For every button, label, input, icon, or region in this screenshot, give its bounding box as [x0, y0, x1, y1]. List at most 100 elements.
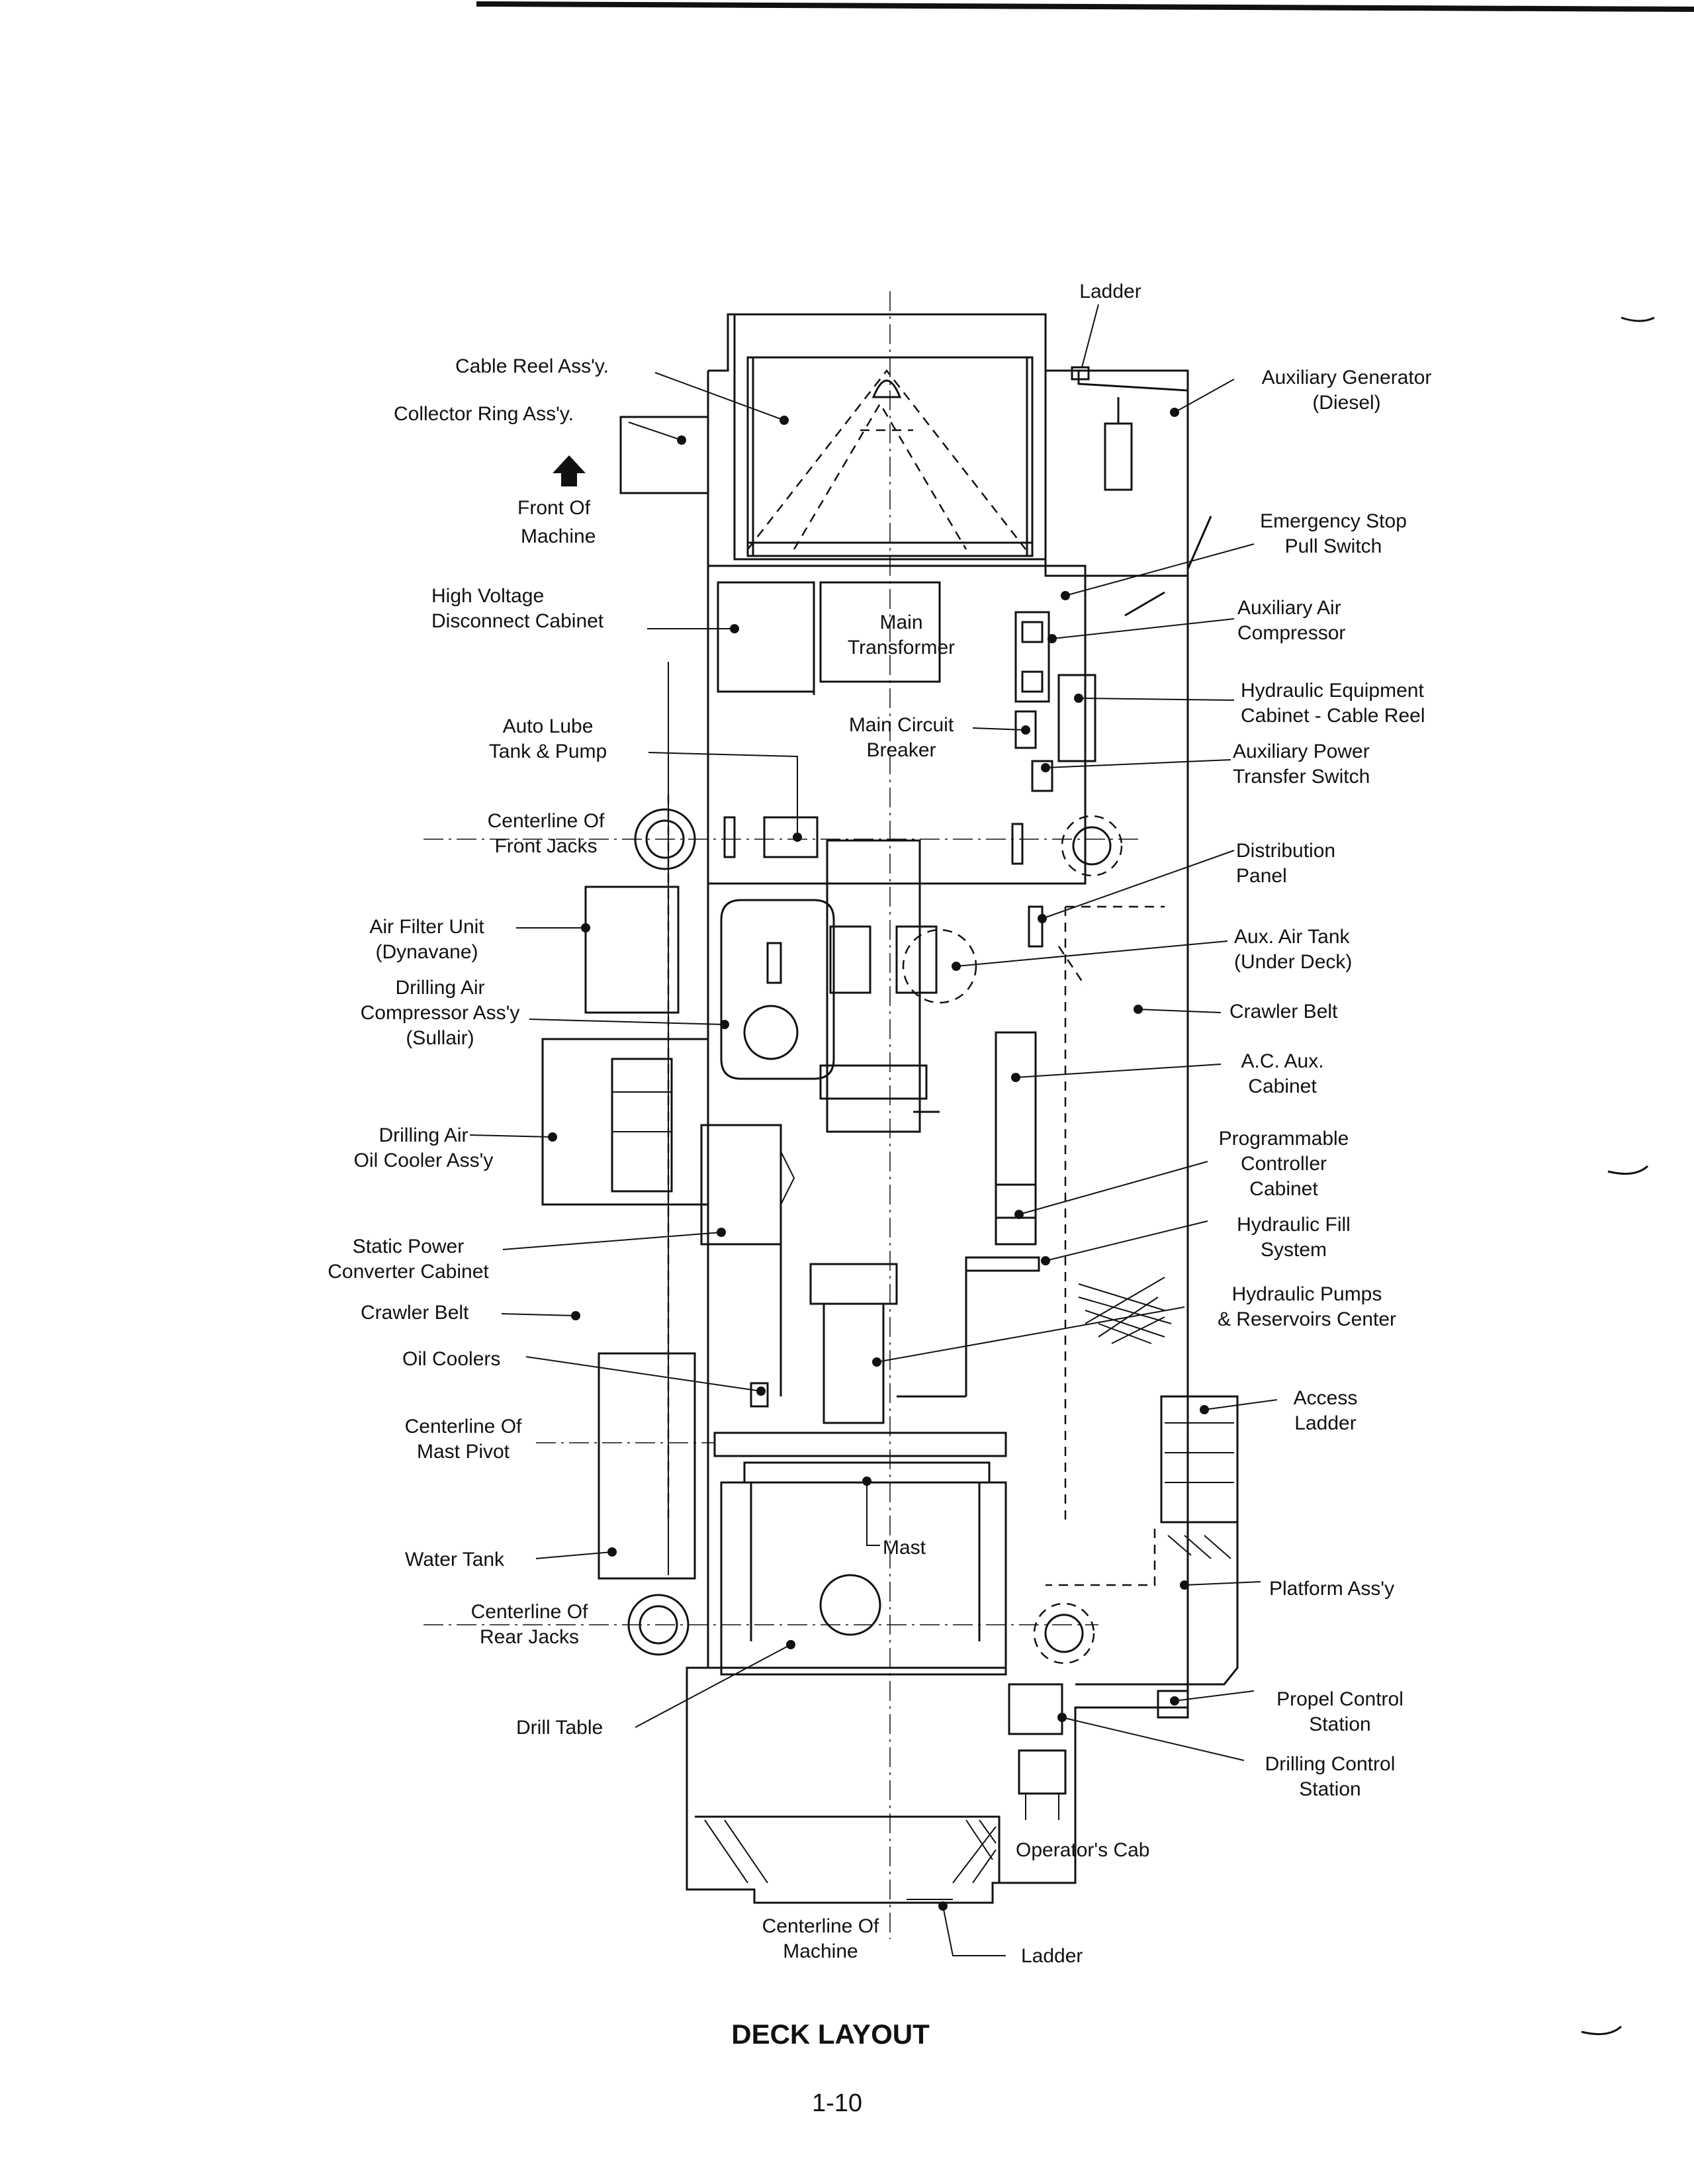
leader-lines: [469, 304, 1278, 1956]
label-line: Hydraulic Equipment: [1241, 680, 1424, 702]
label-line: Mast: [883, 1537, 926, 1559]
label-line: Cabinet: [1248, 1075, 1317, 1097]
label-line: Ladder: [1079, 281, 1141, 302]
label-line: Auxiliary Air: [1237, 597, 1341, 619]
label-ladder-bottom: Ladder: [1021, 1945, 1083, 1967]
centerlines: [424, 291, 1138, 1939]
label-line: Drilling Air: [379, 1124, 468, 1146]
label-line: & Reservoirs Center: [1218, 1308, 1396, 1330]
scan-border-line: [476, 1, 1694, 12]
label-line: Centerline Of: [405, 1416, 522, 1437]
label-line: Main: [879, 612, 922, 633]
label-line: Cable Reel Ass'y.: [455, 355, 609, 377]
label-line: Oil Coolers: [402, 1348, 500, 1370]
label-line: (Diesel): [1312, 392, 1380, 414]
label-line: Station: [1299, 1778, 1360, 1800]
label-line: Auxiliary Generator: [1262, 367, 1432, 388]
label-crawler-belt-right: Crawler Belt: [1229, 1001, 1338, 1023]
margin-mark: [1581, 2025, 1623, 2036]
label-line: Drilling Control: [1265, 1753, 1396, 1775]
label-line: Converter Cabinet: [328, 1261, 489, 1283]
label-line: Oil Cooler Ass'y: [354, 1150, 494, 1171]
front-of-machine-label: Machine: [521, 525, 596, 547]
label-line: Centerline Of: [488, 810, 605, 832]
label-mast: Mast: [883, 1537, 926, 1559]
label-line: Collector Ring Ass'y.: [394, 403, 574, 425]
label-line: (Dynavane): [375, 941, 478, 963]
label-line: Propel Control: [1276, 1688, 1404, 1710]
label-line: Hydraulic Fill: [1237, 1214, 1351, 1236]
label-line: (Sullair): [406, 1027, 474, 1049]
label-line: Water Tank: [405, 1549, 505, 1570]
label-centerline-machine: Centerline Of Machine: [762, 1915, 879, 1962]
label-line: Crawler Belt: [1229, 1001, 1338, 1023]
label-line: (Under Deck): [1234, 951, 1352, 973]
label-line: A.C. Aux.: [1241, 1050, 1323, 1072]
front-of-machine-label: Front Of: [517, 497, 591, 519]
label-line: Drilling Air: [395, 977, 484, 999]
label-line: Machine: [783, 1940, 858, 1962]
label-line: Cabinet - Cable Reel: [1241, 705, 1425, 727]
label-centerline-front-jacks: Centerline Of Front Jacks: [488, 810, 605, 857]
label-line: Platform Ass'y: [1269, 1578, 1394, 1600]
label-line: Transformer: [848, 637, 955, 659]
margin-mark: [1621, 316, 1655, 322]
label-ladder-top: Ladder: [1079, 281, 1141, 302]
label-platform: Platform Ass'y: [1269, 1578, 1394, 1600]
label-ac-aux-cabinet: A.C. Aux. Cabinet: [1241, 1050, 1323, 1097]
front-of-machine-arrow-icon: [553, 455, 586, 486]
label-line: Centerline Of: [762, 1915, 879, 1937]
page-number: 1-10: [812, 2089, 862, 2117]
label-line: Auxiliary Power: [1233, 741, 1370, 762]
label-line: System: [1261, 1239, 1327, 1261]
label-line: Front Jacks: [494, 835, 597, 857]
label-line: Crawler Belt: [361, 1302, 469, 1324]
label-centerline-mast-pivot: Centerline Of Mast Pivot: [405, 1416, 522, 1463]
label-line: Mast Pivot: [417, 1441, 510, 1463]
label-line: Air Filter Unit: [369, 916, 484, 938]
label-line: Tank & Pump: [489, 741, 607, 762]
label-line: Distribution: [1236, 840, 1335, 862]
label-line: Pull Switch: [1285, 535, 1382, 557]
label-line: Hydraulic Pumps: [1232, 1283, 1382, 1305]
label-line: Auto Lube: [503, 715, 594, 737]
label-line: Programmable: [1219, 1128, 1349, 1150]
label-line: Drill Table: [516, 1717, 603, 1739]
label-line: Rear Jacks: [480, 1626, 579, 1648]
label-line: Ladder: [1021, 1945, 1083, 1967]
diagram-title: DECK LAYOUT: [731, 2019, 930, 2050]
label-line: Transfer Switch: [1233, 766, 1370, 788]
label-line: Operator's Cab: [1016, 1839, 1150, 1861]
label-line: Ladder: [1294, 1412, 1356, 1434]
label-aux-air-tank: Aux. Air Tank (Under Deck): [1234, 926, 1352, 973]
label-line: Controller: [1241, 1153, 1327, 1175]
label-operators-cab: Operator's Cab: [1016, 1839, 1150, 1861]
label-line: Disconnect Cabinet: [431, 610, 604, 632]
label-line: Breaker: [866, 739, 936, 761]
label-line: Main Circuit: [849, 714, 954, 736]
label-crawler-belt-left: Crawler Belt: [361, 1302, 469, 1324]
label-aux-generator: Auxiliary Generator (Diesel): [1262, 367, 1432, 414]
label-line: Compressor Ass'y: [361, 1002, 520, 1024]
label-line: Aux. Air Tank: [1234, 926, 1351, 948]
label-line: Panel: [1236, 865, 1287, 887]
label-air-filter: Air Filter Unit (Dynavane): [369, 916, 484, 963]
label-drill-table: Drill Table: [516, 1717, 603, 1739]
